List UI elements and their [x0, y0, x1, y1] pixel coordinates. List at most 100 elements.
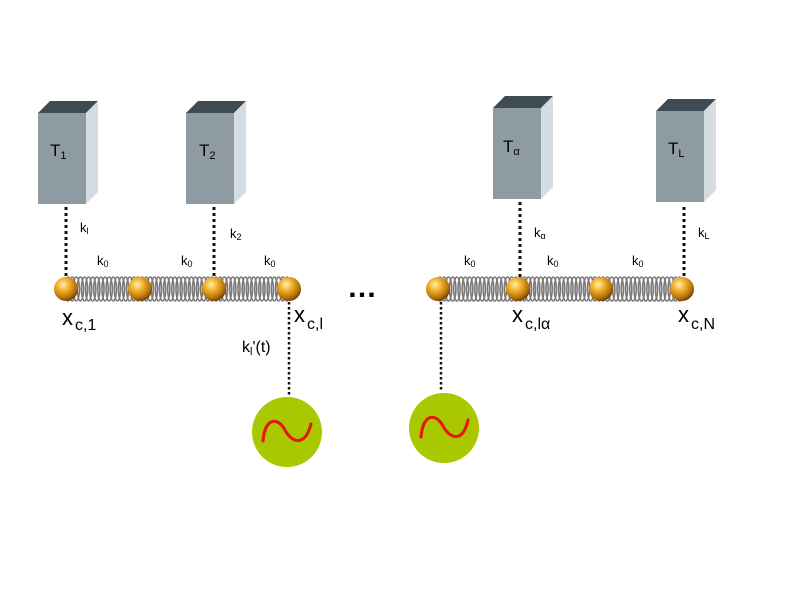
bead-5	[426, 277, 450, 301]
spring-coil	[262, 276, 270, 302]
spring-coil	[495, 276, 504, 302]
spring-coil	[245, 276, 254, 302]
coupling-label-2: k2	[230, 226, 242, 242]
spring-coil	[452, 276, 461, 302]
spring-coil	[101, 276, 109, 302]
spring-coil	[473, 276, 482, 302]
spring-coil	[84, 276, 93, 302]
spring-coil	[616, 276, 625, 302]
spring-coil	[650, 276, 659, 302]
spring-coil	[257, 276, 266, 302]
spring-coil	[109, 276, 118, 302]
spring-coil	[645, 276, 654, 302]
spring-coil	[187, 276, 196, 302]
spring-coil	[482, 276, 491, 302]
spring-coil	[266, 276, 275, 302]
spring-coil	[486, 276, 495, 302]
spring-coil	[658, 276, 667, 302]
bead-6	[506, 277, 530, 301]
dotted-couplings	[64, 202, 686, 396]
spring-coil	[545, 276, 553, 302]
bead-4	[277, 277, 301, 301]
spring-coil	[170, 276, 179, 302]
spring-coil	[88, 276, 97, 302]
spring-coil	[228, 276, 237, 302]
spring-coil	[490, 276, 499, 302]
spring-coil	[183, 276, 192, 302]
reservoir-label-2: T2	[199, 141, 216, 162]
bead-7	[589, 277, 613, 301]
reservoir-L: TL	[656, 99, 716, 202]
spring-coil	[637, 276, 646, 302]
spring-coil	[232, 276, 241, 302]
spring-coil	[536, 276, 545, 302]
spring-coil	[570, 276, 578, 302]
bead-8	[670, 277, 694, 301]
spring-label-4: k0	[464, 253, 476, 269]
spring-coil	[175, 276, 183, 302]
drive-coupling-label: kl'(t)	[242, 339, 271, 358]
spring-coil	[97, 276, 105, 302]
spring-coil	[620, 276, 629, 302]
drive-source-1	[252, 397, 322, 467]
spring-coil	[105, 276, 114, 302]
spring-label-3: k0	[264, 253, 276, 269]
coupling-label-alpha: kα	[534, 225, 546, 241]
spring-coil	[154, 276, 163, 302]
spring-coil	[179, 276, 188, 302]
spring-label-6: k0	[632, 253, 644, 269]
chain-ellipsis: …	[347, 271, 377, 304]
spring-coil	[561, 276, 570, 302]
spring-coil	[461, 276, 470, 302]
spring-label-5: k0	[547, 253, 559, 269]
spring-coil	[654, 276, 663, 302]
spring-coil	[557, 276, 566, 302]
spring-coil	[117, 276, 126, 302]
reservoir-label-L: TL	[668, 139, 685, 160]
spring-coil	[469, 276, 478, 302]
drive-source-2	[409, 393, 479, 463]
spring-coil	[166, 276, 175, 302]
reservoir-label-1: T1	[50, 141, 67, 162]
spring-label-2: k0	[181, 253, 193, 269]
bead-1	[54, 277, 78, 301]
coupling-label-1: kl	[80, 220, 89, 236]
spring-coil	[541, 276, 549, 302]
reservoir-1: T1	[38, 101, 98, 204]
beads	[54, 277, 694, 301]
reservoir-2: T2	[186, 101, 246, 204]
bead-2	[128, 277, 152, 301]
sine-wave-icon	[419, 415, 470, 439]
spring-coil	[532, 276, 541, 302]
spring-coil	[628, 276, 637, 302]
spring-coil	[237, 276, 245, 302]
bead-3	[202, 277, 226, 301]
spring-coil	[162, 276, 171, 302]
sine-wave-icon	[261, 419, 313, 443]
spring-coil	[633, 276, 642, 302]
spring-coil	[457, 276, 466, 302]
spring-label-1: k0	[97, 253, 109, 269]
spring-coil	[253, 276, 262, 302]
spring-coil	[465, 276, 474, 302]
spring-coil	[641, 276, 650, 302]
reservoir-alpha: Tα	[493, 96, 553, 199]
coupling-label-L: kL	[698, 225, 710, 241]
spring-coil	[249, 276, 258, 302]
spring-coil	[241, 276, 250, 302]
spring-coil	[578, 276, 587, 302]
spring-coil	[80, 276, 89, 302]
spring-coil	[158, 276, 167, 302]
spring-coil	[92, 276, 101, 302]
spring-coil	[478, 276, 487, 302]
spring-coil	[624, 276, 633, 302]
spring-coil	[574, 276, 583, 302]
spring-coil	[113, 276, 122, 302]
reservoir-label-alpha: Tα	[503, 137, 520, 158]
spring-coil	[566, 276, 574, 302]
